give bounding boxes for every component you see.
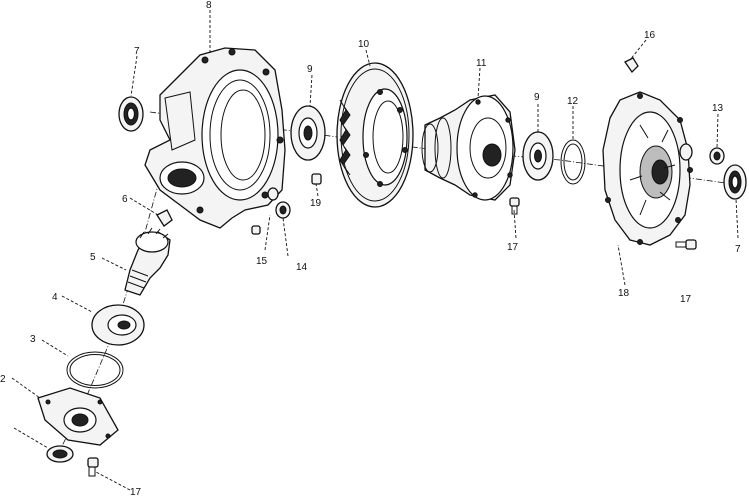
part-6-cap: [156, 209, 173, 227]
callout-9-left: 9: [307, 64, 313, 75]
part-7-seal-left: [118, 96, 144, 132]
part-2-cover-plate: [37, 387, 119, 446]
part-3-o-ring: [66, 351, 124, 389]
callout-11: 11: [476, 58, 487, 69]
part-9-bearing-left: [290, 105, 326, 161]
callout-14: 14: [296, 262, 308, 273]
part-10-ring-gear: [336, 62, 414, 208]
callout-17-bottom: 17: [130, 487, 142, 497]
callout-5: 5: [90, 252, 96, 263]
part-17-bolt-right: [675, 239, 697, 250]
part-17-bolt-bottom: [87, 457, 99, 477]
part-19-plug: [311, 173, 322, 185]
callout-18-right: 18: [618, 288, 630, 299]
callout-9-right: 9: [534, 92, 540, 103]
callout-3: 3: [30, 334, 36, 345]
callout-4: 4: [52, 292, 58, 303]
part-15-bolt: [251, 225, 261, 235]
callout-7-left: 7: [134, 46, 140, 57]
part-17-bolt-center: [509, 197, 520, 215]
part-14-nut: [267, 187, 291, 219]
callout-15: 15: [256, 256, 268, 267]
part-18-cover: [602, 91, 693, 246]
part-seal-bottom: [46, 445, 74, 463]
leader-lines: [11, 10, 739, 491]
callout-17-right: 17: [680, 294, 692, 305]
callout-2: 2: [0, 374, 6, 385]
part-8-main-housing: [144, 47, 286, 229]
part-16-breather: [624, 57, 639, 74]
part-13-nut: [709, 147, 725, 165]
part-9-bearing-right: [522, 131, 554, 181]
callout-10: 10: [358, 39, 370, 50]
part-12-snap-ring: [560, 139, 586, 185]
part-4-bearing-lower: [91, 304, 145, 346]
callout-19: 19: [310, 198, 322, 209]
callout-12: 12: [567, 96, 579, 107]
callout-16: 16: [644, 30, 656, 41]
callout-13: 13: [712, 103, 724, 114]
part-7-seal-right: [723, 164, 747, 200]
callout-17-center: 17: [507, 242, 519, 253]
callout-6: 6: [122, 194, 128, 205]
part-5-pinion-gear: [124, 227, 171, 296]
callout-7-right: 7: [735, 244, 741, 255]
callout-8: 8: [206, 0, 212, 11]
part-11-differential-case: [421, 94, 516, 201]
